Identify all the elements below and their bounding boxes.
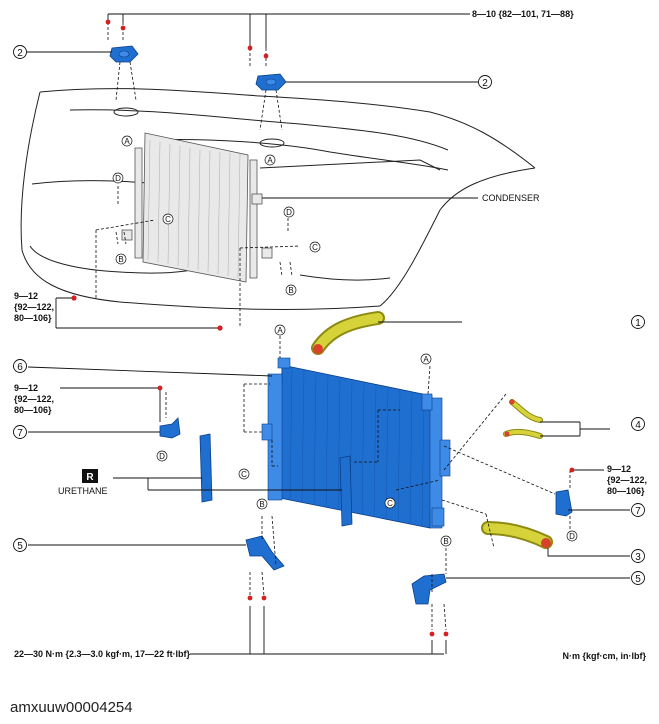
- letter-c-4: C: [384, 497, 396, 509]
- radiator-illustration: [261, 357, 451, 529]
- torque-right-label: 9—12 {92—122, 80—106}: [607, 464, 647, 496]
- svg-text:9—12: 9—12: [14, 383, 38, 393]
- svg-text:R: R: [86, 472, 94, 483]
- svg-text:{92—122,: {92—122,: [14, 302, 54, 312]
- exploded-diagram: 8—10 {82—101, 71—88} CONDENSER 9—12 {92—…: [13, 9, 647, 661]
- letter-b-3: B: [256, 498, 268, 510]
- callout-4: 4: [631, 417, 645, 431]
- part-number-callouts: 2 2 1 6 7 4 7 5 3 5: [13, 45, 645, 585]
- svg-text:5: 5: [17, 541, 23, 552]
- upper-bracket-left: [107, 22, 139, 117]
- urethane-pads: [199, 433, 353, 527]
- svg-text:D: D: [115, 174, 121, 183]
- svg-text:2: 2: [17, 48, 23, 59]
- letter-a-3: A: [274, 324, 286, 336]
- svg-text:4: 4: [635, 420, 641, 431]
- svg-text:9—12: 9—12: [607, 464, 631, 474]
- upper-radiator-hose: [311, 311, 385, 355]
- svg-text:B: B: [288, 286, 293, 295]
- svg-text:80—106}: 80—106}: [607, 486, 645, 496]
- vehicle-body-outline: [20, 88, 536, 310]
- callout-3: 3: [631, 549, 645, 563]
- svg-text:3: 3: [635, 552, 641, 563]
- svg-text:7: 7: [17, 428, 23, 439]
- torque-top-label: 8—10 {82—101, 71—88}: [472, 9, 574, 19]
- letter-d-2: D: [283, 206, 295, 218]
- units-label: N·m {kgf·cm, in·lbf}: [562, 651, 646, 661]
- callout-7-right: 7: [631, 503, 645, 517]
- svg-text:D: D: [569, 532, 575, 541]
- letter-a-1: A: [121, 135, 133, 147]
- svg-text:{92—122,: {92—122,: [14, 394, 54, 404]
- callout-2-left: 2: [13, 45, 27, 59]
- svg-text:80—106}: 80—106}: [14, 313, 52, 323]
- letter-c-2: C: [309, 241, 321, 253]
- condenser-label: CONDENSER: [482, 193, 540, 203]
- svg-text:A: A: [277, 326, 283, 335]
- svg-text:C: C: [241, 470, 247, 479]
- letter-b-2: B: [285, 284, 297, 296]
- callout-6: 6: [13, 359, 27, 373]
- svg-text:A: A: [124, 137, 130, 146]
- torque-points: [71, 19, 575, 637]
- urethane-badge: R: [82, 469, 98, 483]
- svg-text:5: 5: [635, 574, 641, 585]
- callout-7-left: 7: [13, 425, 27, 439]
- callout-5-right: 5: [631, 571, 645, 585]
- lower-brackets: [245, 535, 447, 605]
- letter-b-4: B: [440, 535, 452, 547]
- svg-text:{92—122,: {92—122,: [607, 475, 647, 485]
- torque-left-upper-label: 9—12 {92—122, 80—106}: [14, 291, 54, 323]
- svg-text:2: 2: [482, 78, 488, 89]
- leader-lines: [26, 13, 630, 655]
- side-brackets: [159, 417, 573, 517]
- svg-text:B: B: [443, 537, 448, 546]
- svg-text:D: D: [159, 452, 165, 461]
- callout-5-left: 5: [13, 538, 27, 552]
- torque-bottom-label: 22—30 N·m {2.3—3.0 kgf·m, 17—22 ft·lbf}: [14, 649, 191, 659]
- letter-d-3: D: [156, 450, 168, 462]
- torque-left-lower-label: 9—12 {92—122, 80—106}: [14, 383, 54, 415]
- callout-1: 1: [631, 315, 645, 329]
- svg-text:B: B: [118, 255, 123, 264]
- svg-text:6: 6: [17, 362, 23, 373]
- urethane-label: URETHANE: [58, 486, 108, 496]
- figure-code: amxuuw00004254: [10, 699, 133, 716]
- letter-a-4: A: [420, 353, 432, 365]
- alignment-lines: [95, 219, 571, 631]
- svg-text:B: B: [259, 500, 264, 509]
- svg-text:C: C: [312, 243, 318, 252]
- condenser-illustration: [121, 132, 273, 283]
- small-hoses: [503, 399, 543, 439]
- svg-text:C: C: [387, 499, 393, 508]
- small-clips-top: [115, 186, 293, 277]
- letter-d-1: D: [112, 172, 124, 184]
- lower-radiator-hose: [481, 521, 553, 549]
- svg-text:A: A: [423, 355, 429, 364]
- svg-text:1: 1: [635, 318, 641, 329]
- svg-text:9—12: 9—12: [14, 291, 38, 301]
- letter-b-1: B: [115, 253, 127, 265]
- svg-text:D: D: [286, 208, 292, 217]
- letter-c-3: C: [238, 468, 250, 480]
- letter-d-4: D: [566, 530, 578, 542]
- svg-text:7: 7: [635, 506, 641, 517]
- callout-2-right: 2: [478, 75, 492, 89]
- letter-a-2: A: [264, 154, 276, 166]
- svg-text:C: C: [165, 215, 171, 224]
- svg-text:80—106}: 80—106}: [14, 405, 52, 415]
- letter-callouts: A A D C D B C B A A D C C B D B: [112, 135, 578, 547]
- letter-c-1: C: [162, 213, 174, 225]
- svg-text:A: A: [267, 156, 273, 165]
